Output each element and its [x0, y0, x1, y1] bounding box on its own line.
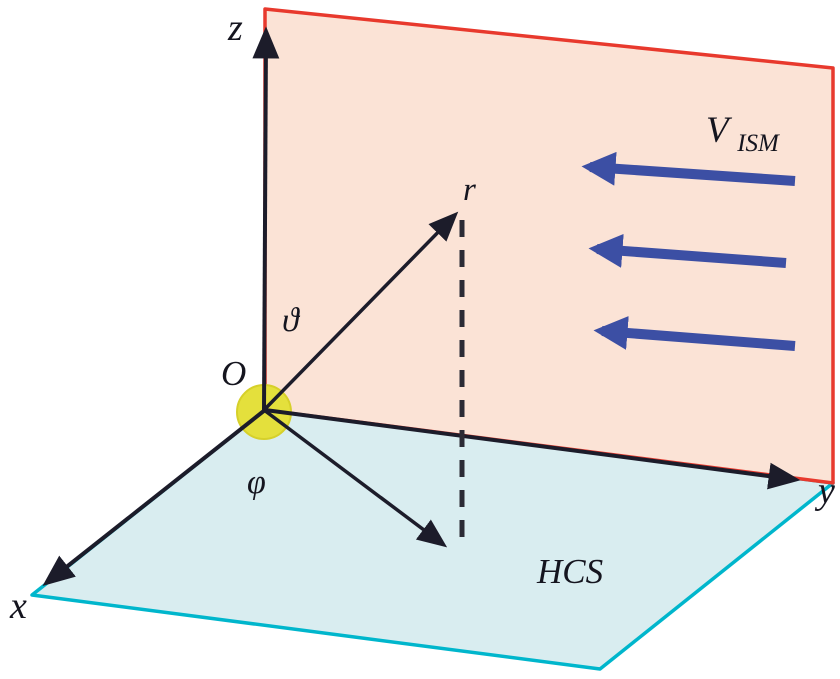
radius-vector-label: r [463, 172, 476, 208]
origin-label: O [221, 354, 246, 393]
ism-flow-arrow-middle [588, 233, 787, 268]
ism-flow-arrow-top [581, 151, 796, 186]
y-axis-label: y [814, 470, 835, 512]
z-axis [252, 26, 280, 411]
radius-projection-vector [262, 408, 448, 548]
x-axis [42, 408, 267, 586]
ism-velocity-subscript: ISM [736, 130, 780, 157]
azimuthal-angle-label: φ [247, 464, 266, 501]
radius-vector [262, 211, 459, 412]
hcs-label: HCS [536, 552, 603, 591]
ism-flow-arrow-bottom [593, 316, 796, 351]
polar-angle-label: ϑ [282, 302, 301, 339]
ism-velocity-symbol: V [706, 110, 733, 151]
z-axis-label: z [227, 7, 243, 49]
y-axis [264, 408, 801, 490]
x-axis-label: x [9, 585, 27, 627]
meridional-plane [263, 7, 835, 485]
ism-velocity-label: V ISM [706, 110, 780, 157]
